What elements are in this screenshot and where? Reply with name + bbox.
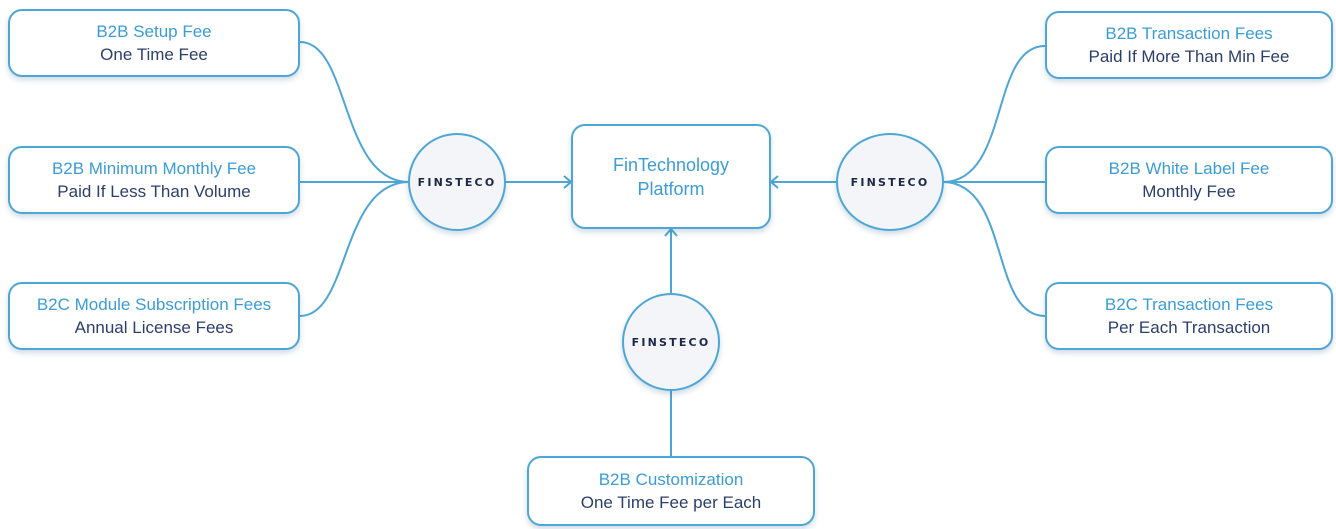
connector-left-3 [299, 181, 409, 317]
fee-box-b2b-customization: B2B Customization One Time Fee per Each [527, 456, 815, 526]
hub-right: FINSTECO [836, 133, 944, 231]
fee-box-b2b-white-label: B2B White Label Fee Monthly Fee [1045, 146, 1333, 214]
hub-label: FINSTECO [850, 175, 930, 189]
fee-subtitle: Monthly Fee [1142, 182, 1236, 201]
fee-title: B2B Transaction Fees [1105, 24, 1273, 43]
fee-title: B2C Transaction Fees [1104, 295, 1274, 314]
fee-box-b2c-transaction: B2C Transaction Fees Per Each Transactio… [1045, 282, 1333, 350]
fee-subtitle: Paid If More Than Min Fee [1088, 47, 1290, 66]
fee-title: B2B Minimum Monthly Fee [51, 159, 257, 178]
fee-subtitle: Annual License Fees [74, 318, 234, 337]
hub-bottom: FINSTECO [622, 293, 720, 391]
arrowhead-right [769, 175, 779, 189]
platform-subtitle: Platform [637, 178, 705, 199]
arrowhead-bottom [664, 227, 678, 237]
connector-left-1 [299, 41, 409, 183]
hub-label: FINSTECO [631, 335, 711, 349]
hub-label: FINSTECO [417, 175, 497, 189]
fee-subtitle: One Time Fee per Each [580, 493, 762, 512]
fee-title: B2C Module Subscription Fees [36, 295, 272, 314]
fee-title: B2B Customization [598, 470, 744, 489]
platform-title: FinTechnology [612, 154, 730, 175]
platform-box: FinTechnology Platform [571, 124, 771, 229]
connector-right-1 [943, 45, 1046, 183]
fee-title: B2B Setup Fee [96, 22, 212, 41]
fee-box-b2b-minimum-monthly: B2B Minimum Monthly Fee Paid If Less Tha… [8, 146, 300, 214]
hub-left: FINSTECO [408, 133, 506, 231]
fee-box-b2b-transaction: B2B Transaction Fees Paid If More Than M… [1045, 11, 1333, 79]
fee-subtitle: One Time Fee [100, 45, 208, 64]
fee-subtitle: Per Each Transaction [1107, 318, 1271, 337]
fee-title: B2B White Label Fee [1108, 159, 1270, 178]
connector-right-3 [943, 181, 1046, 317]
fee-subtitle: Paid If Less Than Volume [57, 182, 251, 201]
fee-box-b2b-setup: B2B Setup Fee One Time Fee [8, 9, 300, 77]
fee-box-b2c-module-subscription: B2C Module Subscription Fees Annual Lice… [8, 282, 300, 350]
